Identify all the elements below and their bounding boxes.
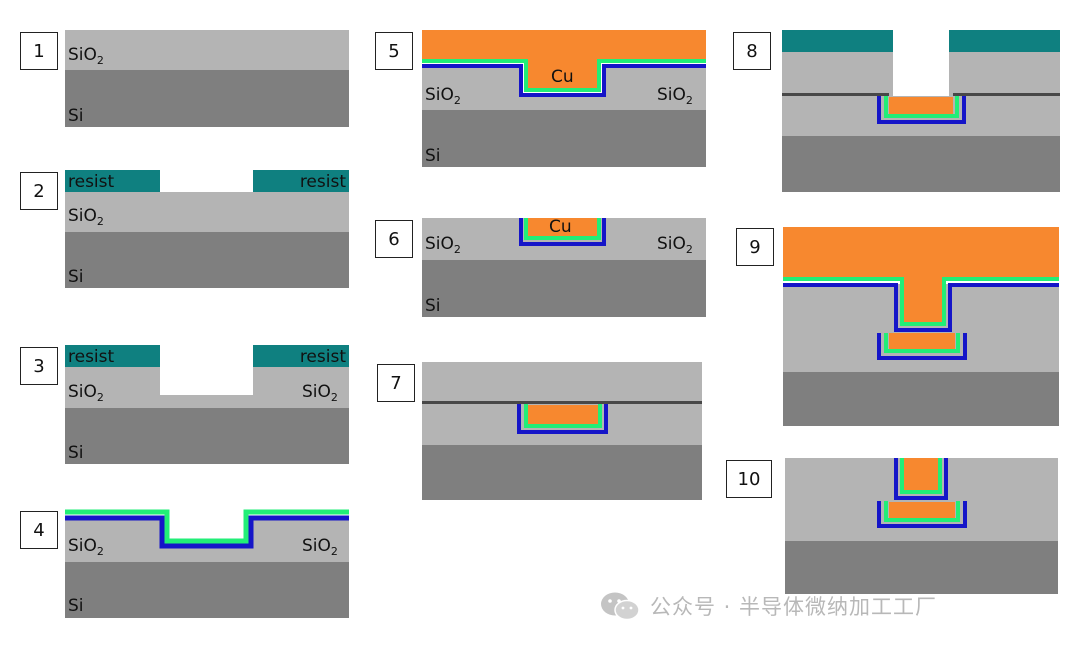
barrier-liner-green xyxy=(524,218,601,240)
si-substrate xyxy=(422,110,706,167)
barrier-liner-lower-blue xyxy=(877,501,967,528)
wechat-icon xyxy=(601,592,640,621)
resist-right-label: resist xyxy=(300,172,347,192)
watermark-text: 公众号 · 半导体微纳加工工厂 xyxy=(650,595,938,619)
resist-right-label: resist xyxy=(300,347,347,367)
step-1-cross-section: SiO2 Si xyxy=(65,30,349,127)
via-liner-blue xyxy=(894,458,948,500)
barrier-liner-lower-green xyxy=(884,333,960,353)
resist-left xyxy=(65,345,160,367)
barrier-liner-lower-blue xyxy=(877,333,967,360)
barrier-liner-green xyxy=(524,404,602,428)
sio2-right-label: SiO2 xyxy=(302,382,338,404)
sio2-left-label: SiO2 xyxy=(68,382,104,404)
step-9-label: 9 xyxy=(736,228,774,266)
sio2-layer xyxy=(65,30,349,70)
copper-via xyxy=(903,458,939,490)
sio2-right-label: SiO2 xyxy=(657,85,693,107)
sio2-upper-trenched xyxy=(782,52,1060,96)
si-substrate xyxy=(65,232,349,288)
si-label: Si xyxy=(68,443,84,463)
si-substrate xyxy=(422,260,706,317)
si-label: Si xyxy=(68,267,84,287)
step-4-label: 4 xyxy=(20,511,58,549)
si-substrate xyxy=(65,562,349,618)
si-label: Si xyxy=(425,146,441,166)
resist-right xyxy=(253,345,349,367)
etch-stop-left xyxy=(782,93,889,96)
barrier-liner-green xyxy=(783,277,1059,326)
copper-fill xyxy=(526,218,600,238)
copper-overfill xyxy=(422,30,706,89)
si-substrate xyxy=(785,541,1058,594)
barrier-liner-blue xyxy=(517,404,608,434)
step-3-cross-section: resist resist SiO2 SiO2 Si xyxy=(65,345,349,464)
step-2-cross-section: resist resist SiO2 Si xyxy=(65,170,349,288)
step-5-cross-section: Cu SiO2 SiO2 Si xyxy=(422,30,706,167)
copper-line xyxy=(528,405,598,425)
etch-stop-layer xyxy=(422,401,702,404)
step-2-label: 2 xyxy=(20,172,58,210)
step-8-label: 8 xyxy=(733,32,771,70)
si-label: Si xyxy=(68,596,84,616)
sio2-layer-trenched xyxy=(65,367,349,408)
resist-left xyxy=(65,170,160,192)
si-substrate xyxy=(65,70,349,127)
copper-label: Cu xyxy=(551,67,574,87)
barrier-liner-blue xyxy=(65,515,349,549)
step-6-label: 6 xyxy=(375,220,413,258)
sio2-label: SiO2 xyxy=(68,206,104,228)
step-5-label: 5 xyxy=(375,32,413,70)
etch-stop-right xyxy=(953,93,1060,96)
barrier-liner-blue xyxy=(783,283,1059,332)
copper-label: Cu xyxy=(549,217,572,237)
resist-left-label: resist xyxy=(68,172,115,192)
step-10-cross-section xyxy=(785,458,1058,594)
barrier-liner-blue xyxy=(519,218,606,246)
copper-overfill xyxy=(783,227,1059,323)
sio2-right-label: SiO2 xyxy=(657,234,693,256)
step-3-label: 3 xyxy=(20,347,58,385)
watermark: 公众号 · 半导体微纳加工工厂 xyxy=(598,590,937,622)
step-9-cross-section xyxy=(783,227,1059,426)
step-4-cross-section: SiO2 SiO2 Si xyxy=(65,509,349,618)
si-substrate xyxy=(422,445,702,500)
si-substrate xyxy=(783,372,1059,426)
copper-line-lower xyxy=(889,502,955,518)
resist-right xyxy=(253,170,349,192)
barrier-liner-blue xyxy=(877,96,966,124)
sio2-layer-trenched xyxy=(65,517,349,562)
barrier-liner-lower-green xyxy=(884,501,960,522)
step-8-cross-section xyxy=(782,30,1060,192)
sio2-layer-trenched xyxy=(422,66,706,110)
barrier-liner-green xyxy=(884,96,959,118)
sio2-layer xyxy=(65,192,349,232)
resist-left-label: resist xyxy=(68,347,115,367)
si-substrate xyxy=(782,136,1060,192)
resist-left xyxy=(782,30,893,52)
sio2-left-label: SiO2 xyxy=(425,85,461,107)
si-label: Si xyxy=(68,106,84,126)
si-label: Si xyxy=(425,296,441,316)
step-7-cross-section xyxy=(422,362,702,500)
resist-right xyxy=(949,30,1060,52)
via-liner-green xyxy=(900,458,942,494)
step-10-label: 10 xyxy=(726,460,772,498)
barrier-liner-green xyxy=(65,509,349,544)
copper-line xyxy=(889,97,953,114)
sio2-right-label: SiO2 xyxy=(302,536,338,558)
sio2-upper-layer xyxy=(422,362,702,403)
sio2-left-label: SiO2 xyxy=(425,234,461,256)
sio2-label: SiO2 xyxy=(68,45,104,67)
barrier-liner-blue xyxy=(422,64,706,97)
si-substrate xyxy=(65,408,349,464)
step-6-cross-section: Cu SiO2 SiO2 Si xyxy=(422,217,706,317)
barrier-liner-green xyxy=(422,59,706,92)
sio2-left-label: SiO2 xyxy=(68,536,104,558)
step-7-label: 7 xyxy=(377,364,415,402)
step-1-label: 1 xyxy=(20,32,58,70)
copper-line-lower xyxy=(889,333,955,349)
